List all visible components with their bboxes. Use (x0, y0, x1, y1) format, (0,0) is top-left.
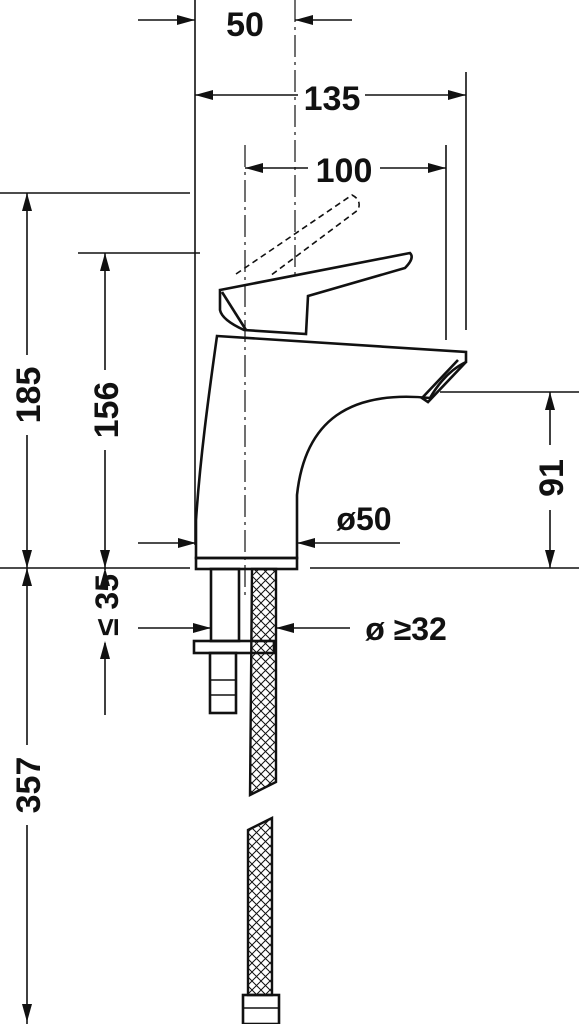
dimension-lines (22, 15, 555, 1024)
supply-hose (241, 567, 281, 1024)
dimension-labels: 50 135 100 185 156 91 ø50 ≤ 35 ø ≥32 357 (10, 6, 571, 813)
dim-spout-height: 91 (533, 459, 571, 497)
dim-body-height: 156 (88, 382, 126, 439)
dim-overall-height: 185 (10, 367, 48, 424)
faucet-body (192, 194, 468, 715)
dim-max-deck-thickness: ≤ 35 (89, 574, 125, 636)
dim-spout-reach: 100 (316, 152, 373, 190)
centerlines (244, 0, 296, 600)
dim-overall-width: 135 (304, 80, 361, 118)
dim-body-diameter: ø50 (336, 501, 391, 537)
extension-lines (0, 0, 579, 569)
dim-hose-length: 357 (10, 757, 48, 814)
dim-top-spacing: 50 (226, 6, 264, 44)
dim-hole-diameter: ø ≥32 (365, 611, 447, 647)
